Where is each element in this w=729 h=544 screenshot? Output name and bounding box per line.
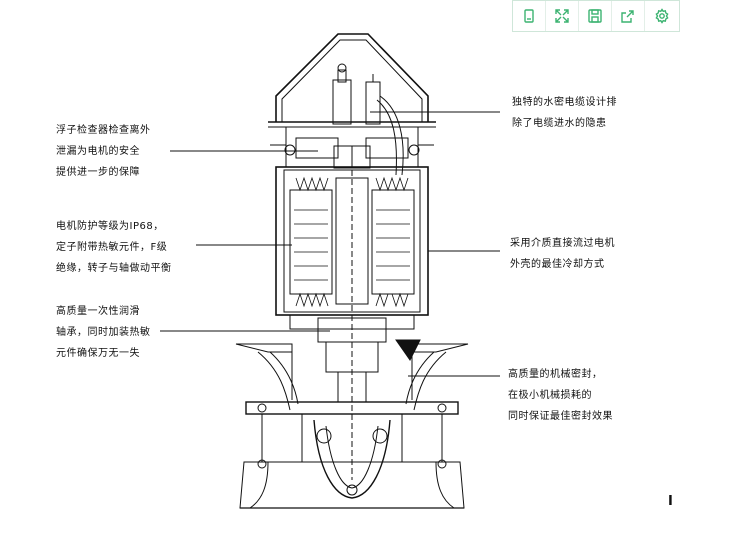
callout-line: 提供进一步的保障: [56, 167, 140, 178]
callout-line: 绝缘，转子与轴做动平衡: [56, 263, 172, 274]
upper-housing: [270, 126, 434, 169]
settings-icon: [654, 8, 669, 24]
top-cover: [268, 33, 436, 128]
callout-line: 泄漏为电机的安全: [56, 146, 140, 157]
callout-cooling: 采用介质直接流过电机 外壳的最佳冷却方式: [510, 233, 615, 275]
share-icon: [621, 10, 634, 23]
callout-line: 浮子检查器检查离外: [56, 125, 151, 136]
callout-bearing: 高质量一次性润滑 轴承，同时加装热敏 元件确保万无一失: [56, 301, 151, 364]
callout-mechanical-seal: 高质量的机械密封， 在极小机械损耗的 同时保证最佳密封效果: [508, 364, 613, 427]
page-mark: I: [668, 494, 673, 509]
toolbar: [512, 0, 680, 32]
callout-line: 采用介质直接流过电机: [510, 238, 615, 249]
motor-casing: [275, 166, 429, 316]
expand-icon: [555, 9, 569, 23]
share-button[interactable]: [612, 1, 645, 31]
save-icon: [588, 9, 602, 23]
callout-line: 轴承，同时加装热敏: [56, 327, 151, 338]
callout-line: 外壳的最佳冷却方式: [510, 259, 605, 270]
copy-icon: [524, 9, 534, 23]
callout-line: 除了电缆进水的隐患: [512, 118, 607, 129]
impeller: [239, 419, 465, 509]
lower-bearing-seal: [289, 314, 421, 480]
discharge-bowl: [235, 343, 469, 411]
cable-gland: [332, 63, 404, 176]
callout-line: 高质量一次性润滑: [56, 306, 140, 317]
save-button[interactable]: [579, 1, 612, 31]
callout-line: 电机防护等级为IP68，: [56, 221, 164, 232]
copy-button[interactable]: [513, 1, 546, 31]
leader-lines: [160, 111, 500, 377]
callout-line: 定子附带热敏元件，F级: [56, 242, 168, 253]
callout-line: 独特的水密电缆设计排: [512, 97, 617, 108]
fullscreen-button[interactable]: [546, 1, 579, 31]
callout-cable-design: 独特的水密电缆设计排 除了电缆进水的隐患: [512, 92, 617, 134]
callout-float-switch: 浮子检查器检查离外 泄漏为电机的安全 提供进一步的保障: [56, 120, 151, 183]
mid-flange: [245, 401, 459, 469]
callout-motor-protection: 电机防护等级为IP68， 定子附带热敏元件，F级 绝缘，转子与轴做动平衡: [56, 216, 172, 279]
callout-line: 高质量的机械密封，: [508, 369, 603, 380]
settings-button[interactable]: [645, 1, 678, 31]
callout-line: 在极小机械损耗的: [508, 390, 592, 401]
callout-line: 元件确保万无一失: [56, 348, 140, 359]
callout-line: 同时保证最佳密封效果: [508, 411, 613, 422]
